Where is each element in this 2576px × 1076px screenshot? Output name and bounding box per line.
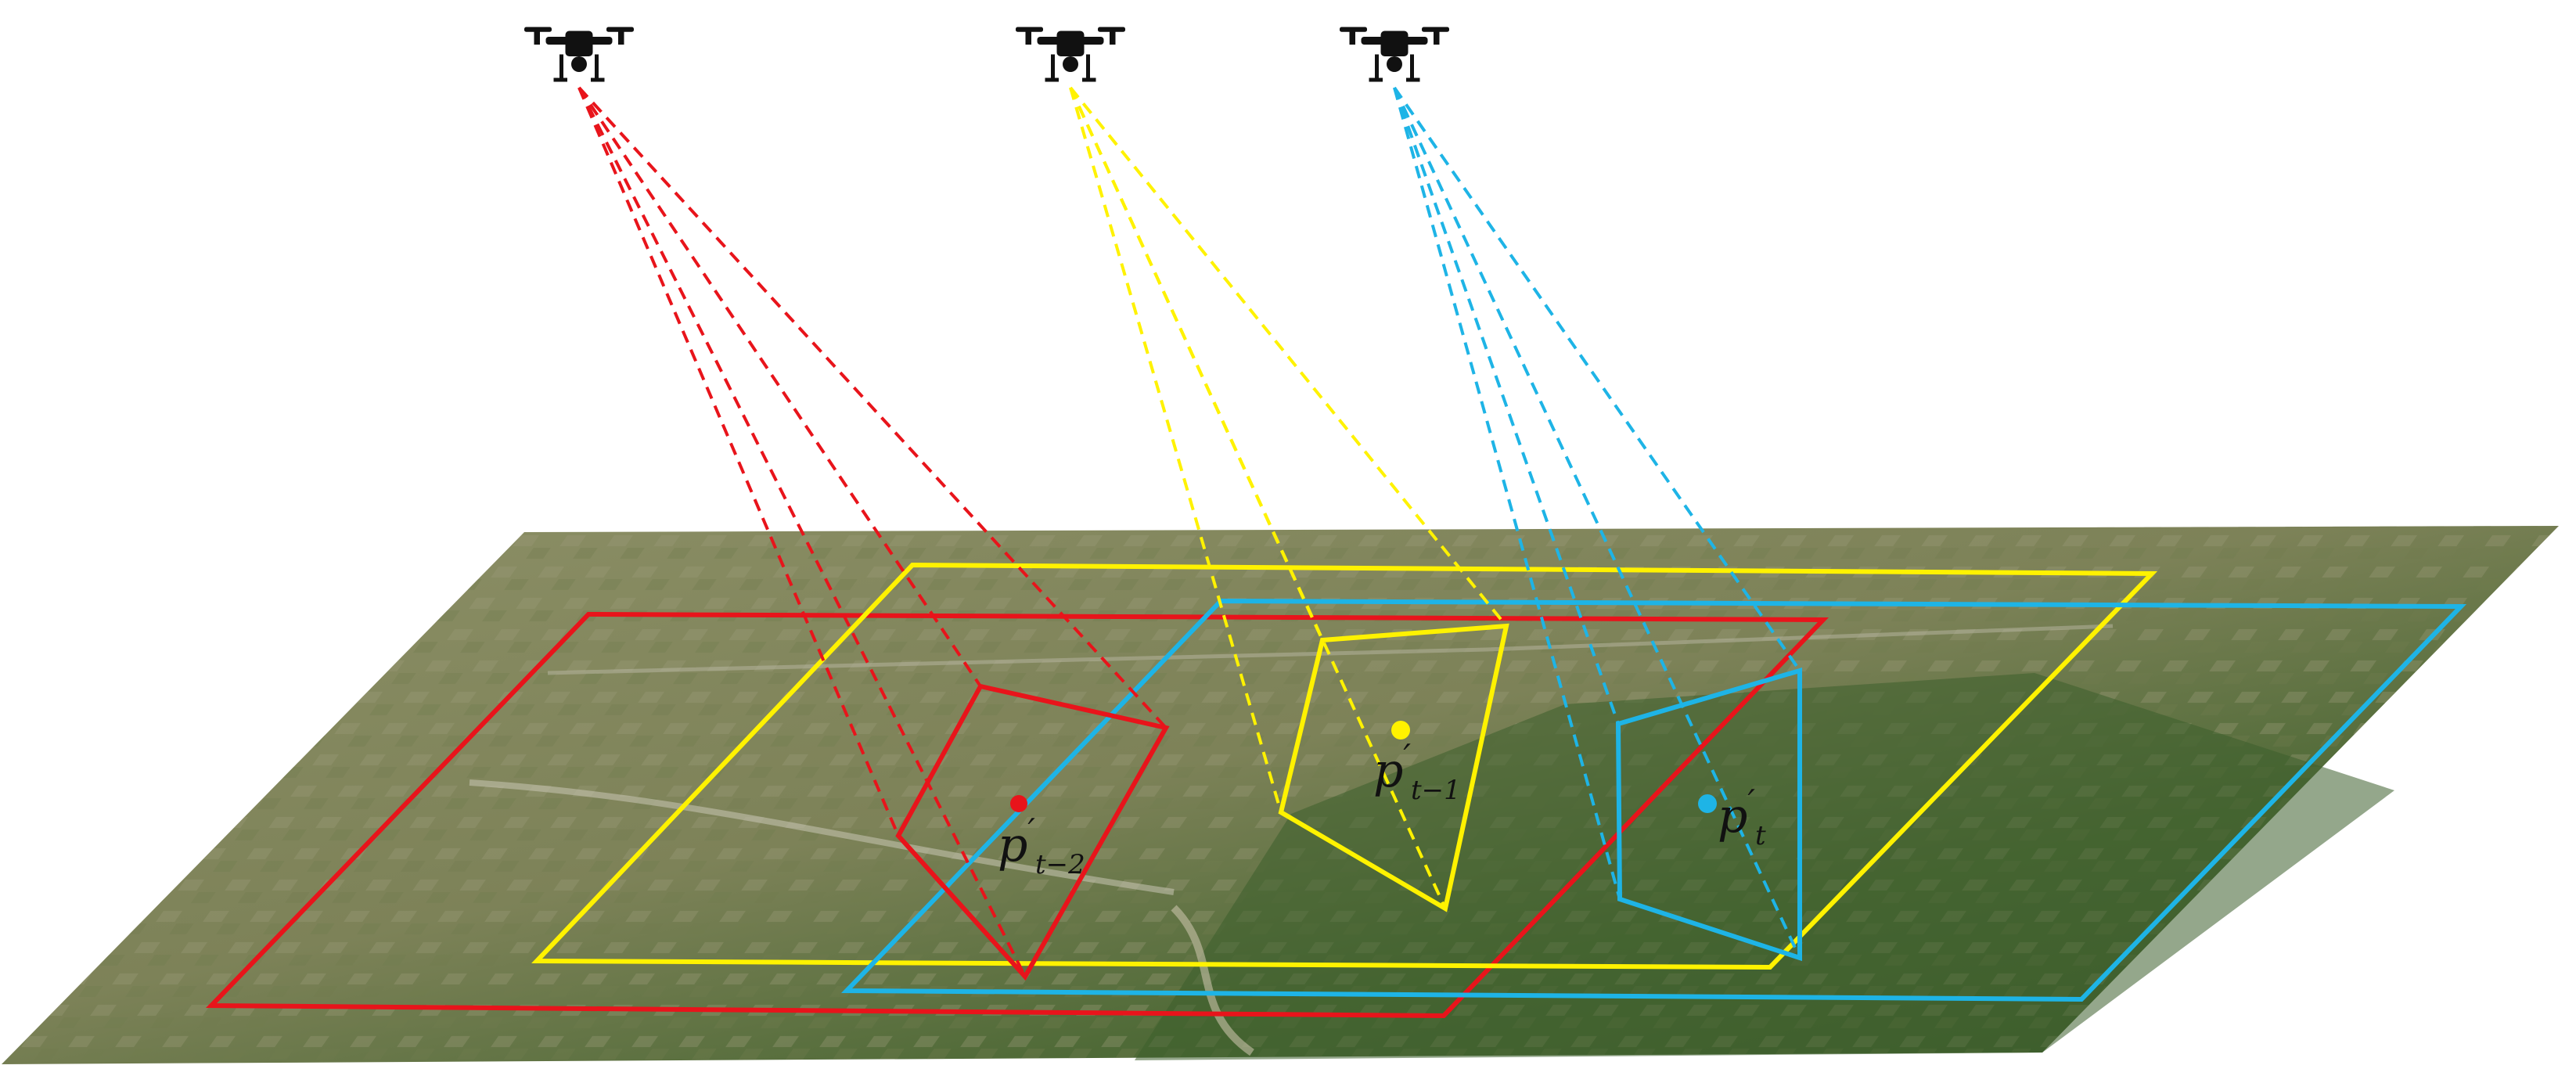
label-p-t-minus-1: p′t−1 (1373, 737, 1461, 806)
label-p-t: p′t (1718, 783, 1766, 851)
projection-lines-cyan (1393, 86, 1801, 959)
projection-lines-yellow (1069, 86, 1508, 909)
footprint-red-frame (205, 611, 1829, 1019)
drone-icon (524, 27, 634, 82)
drone-icon (1340, 27, 1449, 82)
point-red (1010, 795, 1027, 812)
projection-lines-red (577, 86, 1167, 977)
drone-icon (1016, 27, 1125, 82)
label-p-t-minus-2: p′t−2 (998, 811, 1085, 880)
image-patch-red (895, 683, 1170, 981)
point-yellow (1391, 721, 1410, 740)
footprint-yellow-frame (531, 562, 2158, 970)
point-cyan (1698, 794, 1717, 813)
footprint-cyan-frame (841, 598, 2467, 1002)
